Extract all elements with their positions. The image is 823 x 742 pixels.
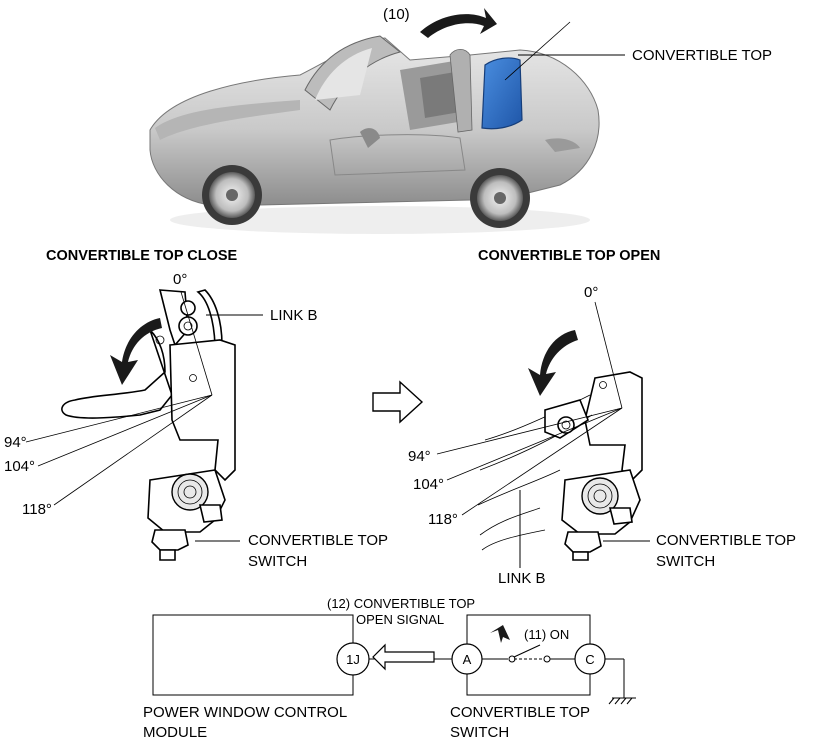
close-view-heading: CONVERTIBLE TOP CLOSE bbox=[46, 248, 238, 264]
power-window-control-module-box bbox=[152, 614, 354, 696]
close-angle-0: 0° bbox=[173, 271, 187, 288]
switch-on-label: (11) ON bbox=[524, 627, 569, 642]
open-angle-94: 94° bbox=[408, 448, 431, 465]
close-angle-104: 104° bbox=[4, 458, 35, 475]
ground-icon bbox=[608, 697, 636, 705]
car-illustration bbox=[149, 35, 600, 234]
open-signal-label-2: OPEN SIGNAL bbox=[356, 612, 444, 627]
open-switch-label-1: CONVERTIBLE TOP bbox=[656, 532, 796, 549]
open-rotation-arrow-icon bbox=[528, 330, 578, 396]
module-label-1: POWER WINDOW CONTROL bbox=[143, 704, 347, 721]
close-rotation-arrow-icon bbox=[110, 318, 162, 385]
open-angle-rays bbox=[436, 301, 623, 516]
open-switch-label-2: SWITCH bbox=[656, 553, 715, 570]
signal-direction-arrow-icon bbox=[372, 643, 435, 671]
open-angle-104: 104° bbox=[413, 476, 444, 493]
open-view-heading: CONVERTIBLE TOP OPEN bbox=[478, 248, 660, 264]
terminal-a-label: A bbox=[463, 652, 472, 667]
open-angle-118: 118° bbox=[428, 511, 458, 528]
open-link-b-label: LINK B bbox=[498, 570, 546, 587]
open-motion-arrow-icon bbox=[420, 8, 497, 38]
open-signal-label-1: (12) CONVERTIBLE TOP bbox=[327, 596, 475, 611]
module-label-2: MODULE bbox=[143, 724, 207, 741]
close-link-b-label: LINK B bbox=[270, 307, 318, 324]
terminal-c-label: C bbox=[585, 652, 594, 667]
close-angle-94: 94° bbox=[4, 434, 27, 451]
transition-arrow-icon bbox=[372, 380, 424, 424]
close-angle-rays bbox=[25, 291, 213, 506]
switch-label-2: SWITCH bbox=[450, 724, 509, 741]
close-angle-118: 118° bbox=[22, 501, 52, 518]
convertible-top-highlight bbox=[481, 57, 523, 130]
step-10-label: (10) bbox=[383, 6, 410, 23]
leader-line bbox=[504, 21, 571, 81]
switch-action-arrow-icon bbox=[490, 625, 510, 643]
switch-label-1: CONVERTIBLE TOP bbox=[450, 704, 590, 721]
convertible-top-callout: CONVERTIBLE TOP bbox=[632, 47, 772, 64]
terminal-1j-label: 1J bbox=[346, 652, 360, 667]
wiring-diagram: 1J A C bbox=[152, 614, 636, 705]
close-mechanism bbox=[61, 289, 236, 561]
close-switch-label-2: SWITCH bbox=[248, 553, 307, 570]
open-angle-0: 0° bbox=[584, 284, 598, 301]
close-switch-label-1: CONVERTIBLE TOP bbox=[248, 532, 388, 549]
open-mechanism bbox=[477, 371, 643, 561]
